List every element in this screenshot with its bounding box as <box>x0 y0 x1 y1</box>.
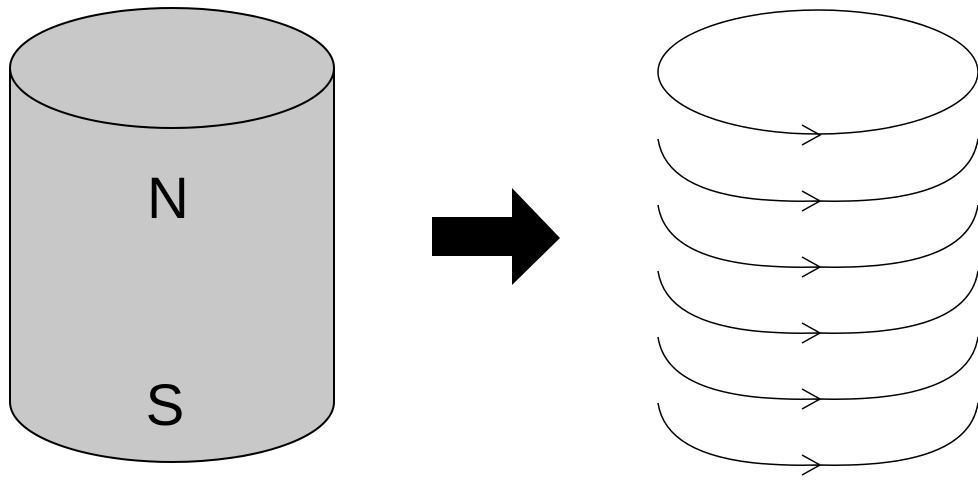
current-direction-arrow-2 <box>801 190 822 212</box>
current-loop-3 <box>657 204 978 268</box>
current-direction-arrow-5 <box>801 388 822 410</box>
current-loop-2 <box>657 138 978 202</box>
magnet-body <box>9 67 335 463</box>
current-loop-6 <box>657 402 978 466</box>
current-direction-arrow-3 <box>801 256 822 278</box>
current-loop-5 <box>657 336 978 400</box>
current-loop-4 <box>657 270 978 334</box>
current-direction-arrow-1 <box>801 124 822 146</box>
current-direction-arrow-6 <box>801 454 822 476</box>
arrow-shape <box>432 188 560 285</box>
magnet-top-face <box>9 7 335 129</box>
current-loops <box>657 9 978 476</box>
north-pole-label: N <box>147 166 189 231</box>
south-pole-label: S <box>146 373 185 438</box>
current-loop-1 <box>657 9 978 135</box>
current-direction-arrow-4 <box>801 322 822 344</box>
right-arrow-icon <box>432 188 560 285</box>
bar-magnet-cylinder: N S <box>9 7 335 463</box>
